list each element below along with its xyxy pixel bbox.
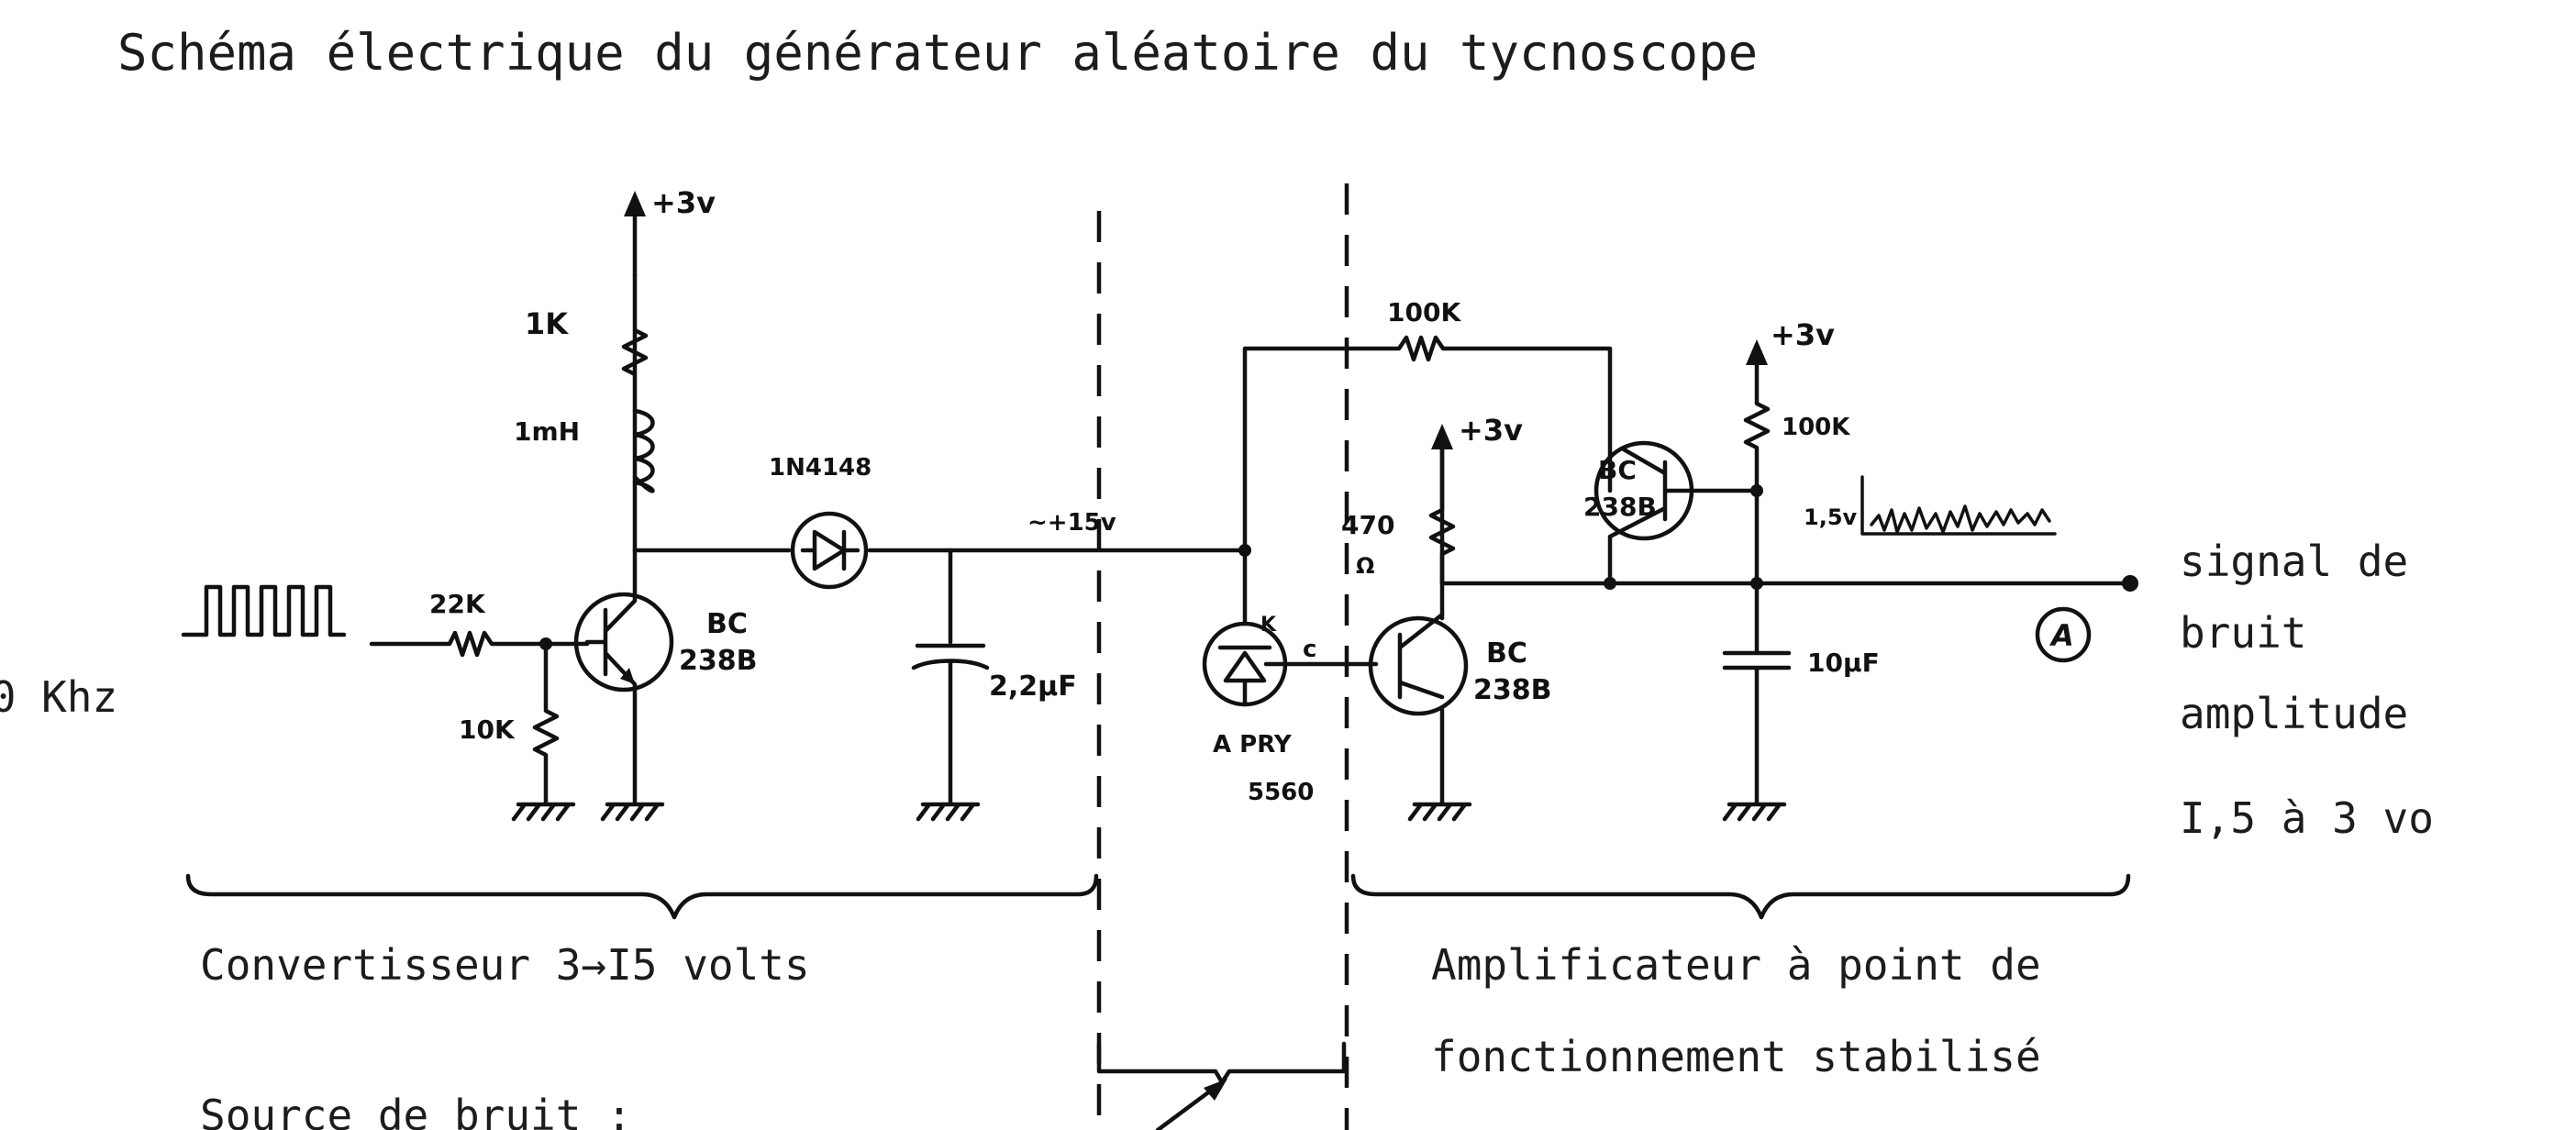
- r10k-resistor: [532, 641, 560, 805]
- output-line-4: I,5 à 3 vo: [2180, 793, 2434, 843]
- inductor-label: 1mH: [514, 416, 580, 447]
- capacitor-2-2uf: [911, 548, 990, 805]
- diode-label: 1N4148: [769, 454, 872, 482]
- supply-left-label: +3v: [651, 185, 716, 220]
- diode-1n4148: [790, 511, 869, 590]
- feedback-wire: [1242, 335, 1613, 553]
- node-voltage-label: ~+15v: [1027, 509, 1116, 537]
- supply-arrow-right: [1746, 339, 1768, 365]
- noise-source-brace: [1096, 1041, 1347, 1085]
- r470-resistor: [1428, 436, 1456, 586]
- ground-symbol: [600, 802, 665, 822]
- r10k-label: 10K: [459, 715, 516, 745]
- transistor-top-type: BC: [1598, 455, 1637, 485]
- r100k-resistor: [1743, 362, 1771, 586]
- amplifier-label-line-1: Amplificateur à point de: [1431, 940, 2041, 990]
- capacitor-10uf: [1722, 581, 1792, 805]
- amplifier-label-line-2: fonctionnement stabilisé: [1431, 1032, 2041, 1081]
- square-wave-symbol: [181, 584, 347, 637]
- input-wire: [369, 630, 590, 658]
- output-line-1: signal de: [2180, 537, 2408, 586]
- r470-label: 470: [1341, 510, 1394, 540]
- input-frequency-label: 30 Khz: [0, 672, 117, 722]
- r100k-right-label: 100K: [1782, 414, 1850, 441]
- ground-symbol: [511, 802, 576, 822]
- page-title: Schéma électrique du générateur aléatoir…: [117, 24, 1758, 82]
- amp-level-label: 1,5v: [1804, 504, 1858, 530]
- junction-dot: [1750, 484, 1763, 497]
- transistor-mid: [1368, 615, 1469, 716]
- noise-diode-code: 5560: [1248, 779, 1314, 806]
- transistor-mid-symbol: [1397, 612, 1445, 700]
- transistor-mid-model: 238B: [1473, 674, 1552, 706]
- noise-source-pointer-head: [1204, 1079, 1227, 1101]
- diode-c-label: c: [1303, 636, 1316, 663]
- ground-symbol: [916, 802, 981, 822]
- supply-arrow-mid: [1431, 424, 1453, 449]
- diode-1n4148-symbol: [800, 529, 861, 571]
- transistor-left-type: BC: [706, 608, 748, 640]
- diode-k-label: K: [1260, 614, 1277, 637]
- r22k-label: 22K: [429, 589, 486, 619]
- noise-diode-symbol: [1217, 645, 1379, 707]
- supply-arrow-left: [624, 191, 646, 216]
- r100k-feedback-label: 100K: [1387, 297, 1461, 327]
- output-line-2: bruit: [2180, 608, 2306, 658]
- amplifier-brace: [1350, 873, 2131, 920]
- output-terminal: [2122, 575, 2138, 592]
- r470-unit: Ω: [1356, 553, 1374, 579]
- inductor-1mh: [632, 408, 655, 493]
- output-marker: A: [2049, 618, 2074, 653]
- converter-label: Convertisseur 3→I5 volts: [200, 940, 810, 990]
- supply-right-label: +3v: [1771, 317, 1835, 352]
- transistor-left-model: 238B: [679, 645, 758, 677]
- transistor-left-leads: [584, 548, 638, 805]
- r1k-resistor: [621, 272, 649, 414]
- converter-brace: [185, 873, 1099, 920]
- noise-diode-name: A PRY: [1213, 731, 1293, 759]
- transistor-left: [573, 592, 674, 692]
- noise-source-label: Source de bruit :: [200, 1091, 632, 1130]
- ground-symbol: [1722, 802, 1787, 822]
- supply-mid-label: +3v: [1459, 413, 1523, 448]
- noise-waveform: [1860, 475, 2057, 536]
- emitter-arrow: [620, 668, 635, 684]
- output-line-3: amplitude: [2180, 689, 2408, 738]
- transistor-top-model: 238B: [1583, 492, 1657, 522]
- transistor-mid-type: BC: [1486, 637, 1527, 670]
- cap-10uf-label: 10µF: [1807, 648, 1880, 678]
- transistor-top-symbol: [1607, 447, 1760, 586]
- output-marker-circle: [2035, 606, 2092, 663]
- ground-symbol: [1407, 802, 1472, 822]
- cap-2-2uf-label: 2,2µF: [989, 670, 1077, 703]
- r1k-label: 1K: [525, 306, 569, 341]
